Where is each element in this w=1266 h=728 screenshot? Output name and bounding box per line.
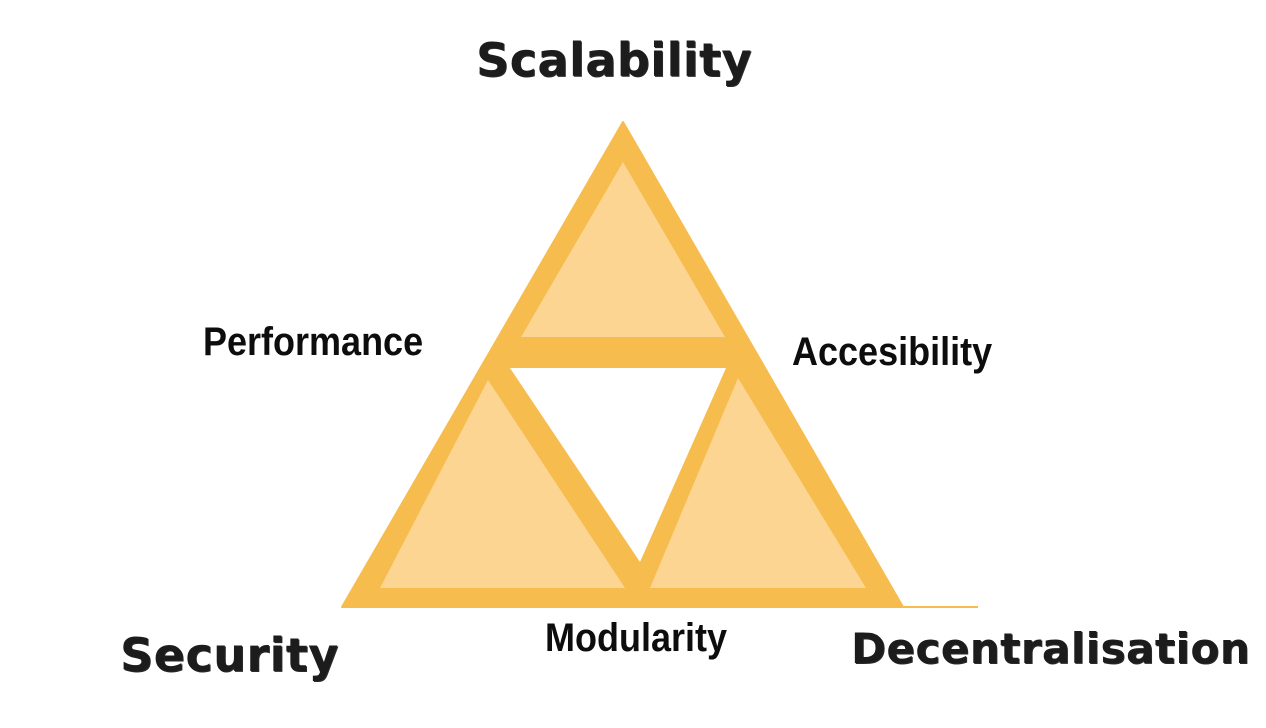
corner-label-bottom-left: Security — [120, 628, 339, 682]
corner-label-bottom-right: Decentralisation — [851, 624, 1251, 673]
top-inner-triangle — [521, 162, 725, 337]
bottom-left-inner-triangle — [380, 380, 625, 588]
edge-label-bottom: Modularity — [545, 616, 728, 660]
edge-label-right: Accesibility — [792, 330, 993, 374]
edge-label-left: Performance — [203, 320, 424, 364]
corner-label-top: Scalability — [476, 33, 752, 87]
bottom-right-inner-triangle — [650, 378, 866, 588]
center-inverted-triangle — [510, 368, 726, 562]
